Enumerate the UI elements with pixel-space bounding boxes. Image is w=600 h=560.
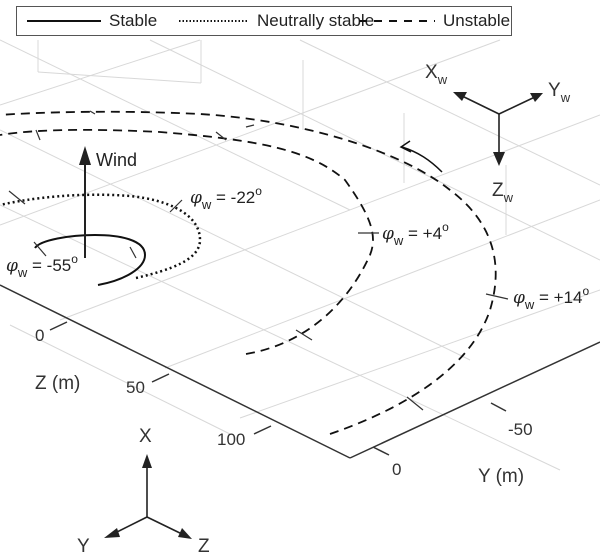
z-tick	[151, 373, 170, 383]
z-frame-label: Z	[198, 536, 210, 557]
marker	[485, 293, 509, 300]
gridline	[9, 324, 231, 435]
legend-label: Neutrally stable	[257, 11, 375, 30]
phi-symbol: φ	[6, 256, 18, 276]
phi-label-neutral: φw = -22o	[190, 184, 262, 212]
legend-swatch-dashed	[359, 20, 435, 22]
axes	[0, 284, 600, 459]
legend: Stable Neutrally stable Unstable	[16, 6, 512, 36]
marker	[129, 246, 137, 259]
z-tick	[253, 425, 272, 435]
phi-subscript: w	[17, 265, 28, 280]
marker	[245, 124, 255, 128]
degree-symbol: o	[442, 220, 449, 234]
rotation-arrow	[401, 146, 443, 173]
body-frame	[104, 454, 192, 539]
y-axis-label: Y (m)	[478, 466, 525, 487]
marker	[215, 131, 227, 141]
phi-subscript: w	[393, 233, 404, 248]
phi-label-stable: φw = -55o	[6, 252, 78, 280]
wind-label: Wind	[96, 150, 138, 170]
rotation-arrow-head	[399, 140, 412, 153]
phi-subscript: w	[201, 197, 212, 212]
phi-symbol: φ	[382, 224, 394, 244]
x-frame-label: X	[139, 426, 152, 447]
marker	[33, 241, 47, 257]
phi-value: = +4	[403, 224, 443, 243]
z-axis-line	[0, 284, 351, 459]
gridline	[0, 39, 351, 211]
y-frame-label: Y	[77, 536, 90, 557]
gridline	[59, 114, 600, 321]
legend-swatch-dotted	[179, 20, 249, 22]
marker	[89, 110, 96, 115]
yw-axis	[498, 95, 538, 115]
y-axis-arrow	[112, 516, 148, 535]
series-unstable-4-line	[0, 128, 374, 355]
y-tick-label: 0	[392, 460, 402, 479]
yw-label: Yw	[548, 80, 571, 105]
z-tick	[49, 321, 68, 331]
grid-lines	[0, 39, 600, 471]
z-tick-label: 100	[217, 430, 246, 449]
y-arrowhead	[104, 528, 120, 538]
marker	[8, 190, 26, 205]
z-axis-label: Z (m)	[35, 373, 81, 394]
trajectory-markers	[8, 110, 509, 411]
series-neutral-line	[0, 193, 202, 280]
gridline	[0, 129, 471, 361]
gridline	[299, 39, 600, 186]
z-tick-label: 0	[35, 326, 45, 345]
series-stable-line	[34, 233, 147, 286]
gridline	[37, 71, 202, 84]
x-arrowhead	[142, 454, 152, 468]
phi-symbol: φ	[190, 188, 202, 208]
y-tick	[490, 402, 507, 412]
phi-subscript: w	[524, 297, 535, 312]
yw-arrowhead	[530, 93, 543, 102]
y-tick-label: -50	[508, 420, 533, 439]
trajectories	[0, 110, 497, 435]
degree-symbol: o	[71, 252, 78, 266]
phi-label-unstable-14: φw = +14o	[513, 284, 589, 312]
gridline	[239, 289, 600, 419]
gridline	[164, 199, 600, 369]
gridline	[0, 204, 561, 471]
xw-arrowhead	[453, 92, 467, 101]
phi-value: = -55	[27, 256, 72, 275]
legend-item-unstable: Unstable	[357, 7, 510, 35]
z-tick-label: 50	[126, 378, 145, 397]
series-unstable-14-line	[0, 110, 497, 435]
zw-label: Zw	[492, 180, 513, 205]
z-arrowhead	[178, 528, 192, 539]
gridline	[149, 39, 600, 261]
marker	[295, 329, 313, 341]
marker	[169, 199, 183, 213]
phi-label-unstable-4: φw = +4o	[382, 220, 449, 248]
legend-swatch-solid	[27, 20, 101, 22]
gridline	[0, 39, 201, 106]
marker	[406, 396, 424, 411]
z-axis-arrow	[146, 516, 185, 536]
phi-value: = +14	[534, 288, 583, 307]
degree-symbol: o	[255, 184, 262, 198]
wind-arrow	[79, 146, 91, 258]
zw-arrowhead	[493, 152, 505, 166]
degree-symbol: o	[582, 284, 590, 298]
legend-item-neutral: Neutrally stable	[177, 7, 374, 35]
y-tick	[372, 446, 390, 456]
phi-symbol: φ	[513, 288, 525, 308]
xw-axis	[457, 93, 500, 115]
legend-item-stable: Stable	[25, 7, 157, 35]
legend-label: Unstable	[443, 11, 511, 30]
marker	[35, 129, 41, 141]
y-axis-line	[349, 341, 600, 459]
wind-frame	[453, 92, 543, 166]
xw-label: Xw	[425, 62, 448, 87]
legend-label: Stable	[109, 11, 158, 30]
phi-value: = -22	[211, 188, 256, 207]
